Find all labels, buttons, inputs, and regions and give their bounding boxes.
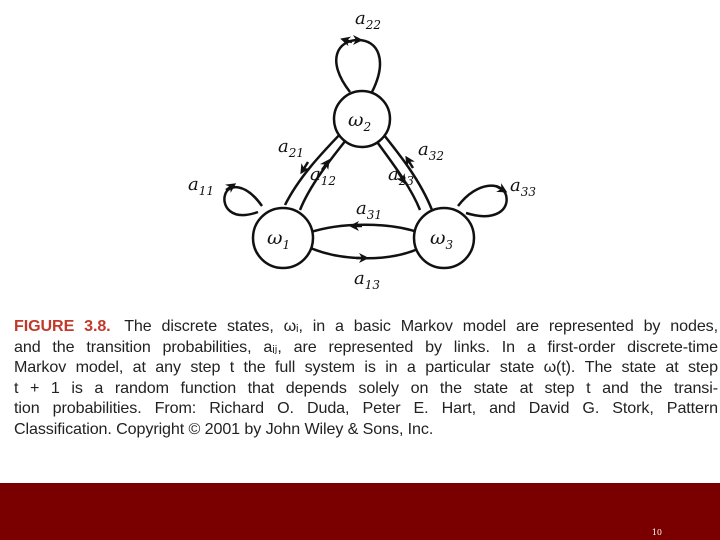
edge-a32 (379, 129, 434, 211)
edge-a11 (223, 186, 264, 217)
svg-text:ω1: ω1 (267, 227, 290, 252)
edge-a22-arrowhead (340, 36, 353, 47)
edge-a12 (298, 134, 351, 211)
markov-model-diagram: ω2 ω1 ω3 a22 a21 a12 a32 a23 (188, 8, 536, 292)
caption-line-1: FIGURE 3.8. The discrete states, ωᵢ, in … (14, 316, 718, 337)
edge-a33 (457, 184, 508, 218)
footer-bar: 10 (0, 483, 720, 540)
label-a21: a21 (278, 136, 304, 160)
label-a33: a33 (510, 175, 536, 199)
node-w3: ω3 (412, 206, 476, 270)
label-a11: a11 (188, 174, 214, 198)
page-number: 10 (651, 528, 662, 537)
label-a22: a22 (355, 8, 381, 32)
caption-line-1-text: The discrete states, ωᵢ, in a basic Mark… (124, 317, 719, 335)
label-a12: a12 (310, 164, 336, 188)
label-a31: a31 (356, 198, 382, 222)
edge-a22 (335, 34, 382, 93)
label-a13: a13 (354, 268, 380, 292)
edge-a32-arrowhead (405, 155, 415, 169)
node-w2: ω2 (332, 89, 392, 149)
label-a23: a23 (388, 164, 414, 188)
figure-caption: FIGURE 3.8. The discrete states, ωᵢ, in … (14, 316, 718, 439)
caption-line-3: Markov model, at any step t the full sys… (14, 358, 718, 376)
edge-a33-arrowhead (495, 183, 508, 193)
edge-a21 (283, 129, 345, 206)
caption-line-6: Classification. Copyright © 2001 by John… (14, 419, 434, 438)
caption-label: FIGURE 3.8. (14, 317, 111, 335)
svg-text:ω2: ω2 (348, 109, 371, 134)
edge-a23-arrowhead (396, 171, 406, 185)
edge-a21-arrowhead (300, 161, 310, 175)
edge-a31 (307, 223, 421, 235)
label-a32: a32 (418, 139, 444, 163)
edge-a12-arrowhead (320, 158, 330, 171)
edge-a13 (305, 244, 421, 260)
edge-a11-arrowhead (225, 183, 237, 193)
caption-line-5: tion probabilities. From: Richard O. Dud… (14, 399, 718, 417)
node-w1: ω1 (251, 206, 315, 270)
svg-text:ω3: ω3 (430, 227, 454, 252)
caption-line-4: t + 1 is a random function that depends … (14, 378, 718, 397)
caption-line-2: and the transition probabilities, aᵢⱼ, a… (14, 337, 718, 356)
